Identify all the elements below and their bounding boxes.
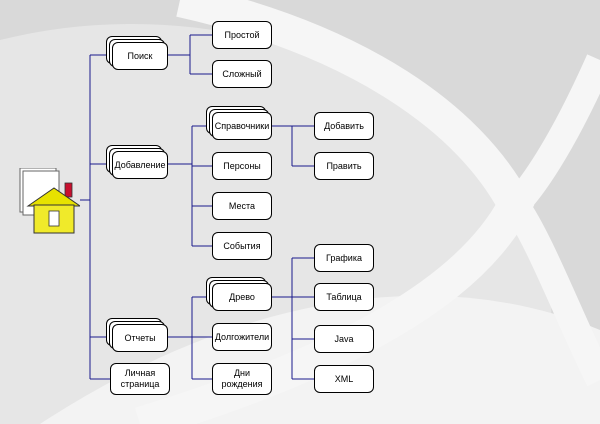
node-ref-edit[interactable]: Править bbox=[314, 152, 374, 180]
node-label: Добавить bbox=[324, 120, 364, 131]
node-long-livers[interactable]: Долгожители bbox=[212, 323, 272, 351]
node-java[interactable]: Java bbox=[314, 325, 374, 353]
node-label: Дни рождения bbox=[221, 368, 263, 389]
node-add[interactable]: Добавление bbox=[112, 151, 168, 179]
node-label: Личная страница bbox=[120, 368, 160, 389]
node-label: Персоны bbox=[223, 160, 261, 171]
node-table[interactable]: Таблица bbox=[314, 283, 374, 311]
node-label: Править bbox=[326, 160, 362, 171]
node-graphics[interactable]: Графика bbox=[314, 244, 374, 272]
node-references[interactable]: Справочники bbox=[212, 112, 272, 140]
node-label: Таблица bbox=[326, 291, 362, 302]
node-label: Java bbox=[334, 333, 354, 344]
node-label: XML bbox=[334, 373, 354, 384]
node-tree[interactable]: Древо bbox=[212, 283, 272, 311]
node-label: Места bbox=[228, 200, 256, 211]
node-label: Отчеты bbox=[124, 332, 156, 343]
node-label: Древо bbox=[229, 291, 255, 302]
node-label: События bbox=[223, 240, 261, 251]
node-ref-add[interactable]: Добавить bbox=[314, 112, 374, 140]
node-label: Сложный bbox=[222, 68, 262, 79]
node-search-simple[interactable]: Простой bbox=[212, 21, 272, 49]
node-xml[interactable]: XML bbox=[314, 365, 374, 393]
node-personal-page[interactable]: Личная страница bbox=[110, 363, 170, 395]
node-birthdays[interactable]: Дни рождения bbox=[212, 363, 272, 395]
node-search-complex[interactable]: Сложный bbox=[212, 60, 272, 88]
node-label: Простой bbox=[224, 29, 260, 40]
node-label: Добавление bbox=[114, 159, 166, 170]
node-label: Поиск bbox=[127, 50, 153, 61]
node-label: Графика bbox=[326, 252, 362, 263]
node-events[interactable]: События bbox=[212, 232, 272, 260]
home-icon[interactable] bbox=[18, 168, 80, 234]
node-label: Долгожители bbox=[214, 331, 270, 342]
node-places[interactable]: Места bbox=[212, 192, 272, 220]
node-persons[interactable]: Персоны bbox=[212, 152, 272, 180]
node-search[interactable]: Поиск bbox=[112, 42, 168, 70]
node-label: Справочники bbox=[214, 120, 270, 131]
node-reports[interactable]: Отчеты bbox=[112, 324, 168, 352]
